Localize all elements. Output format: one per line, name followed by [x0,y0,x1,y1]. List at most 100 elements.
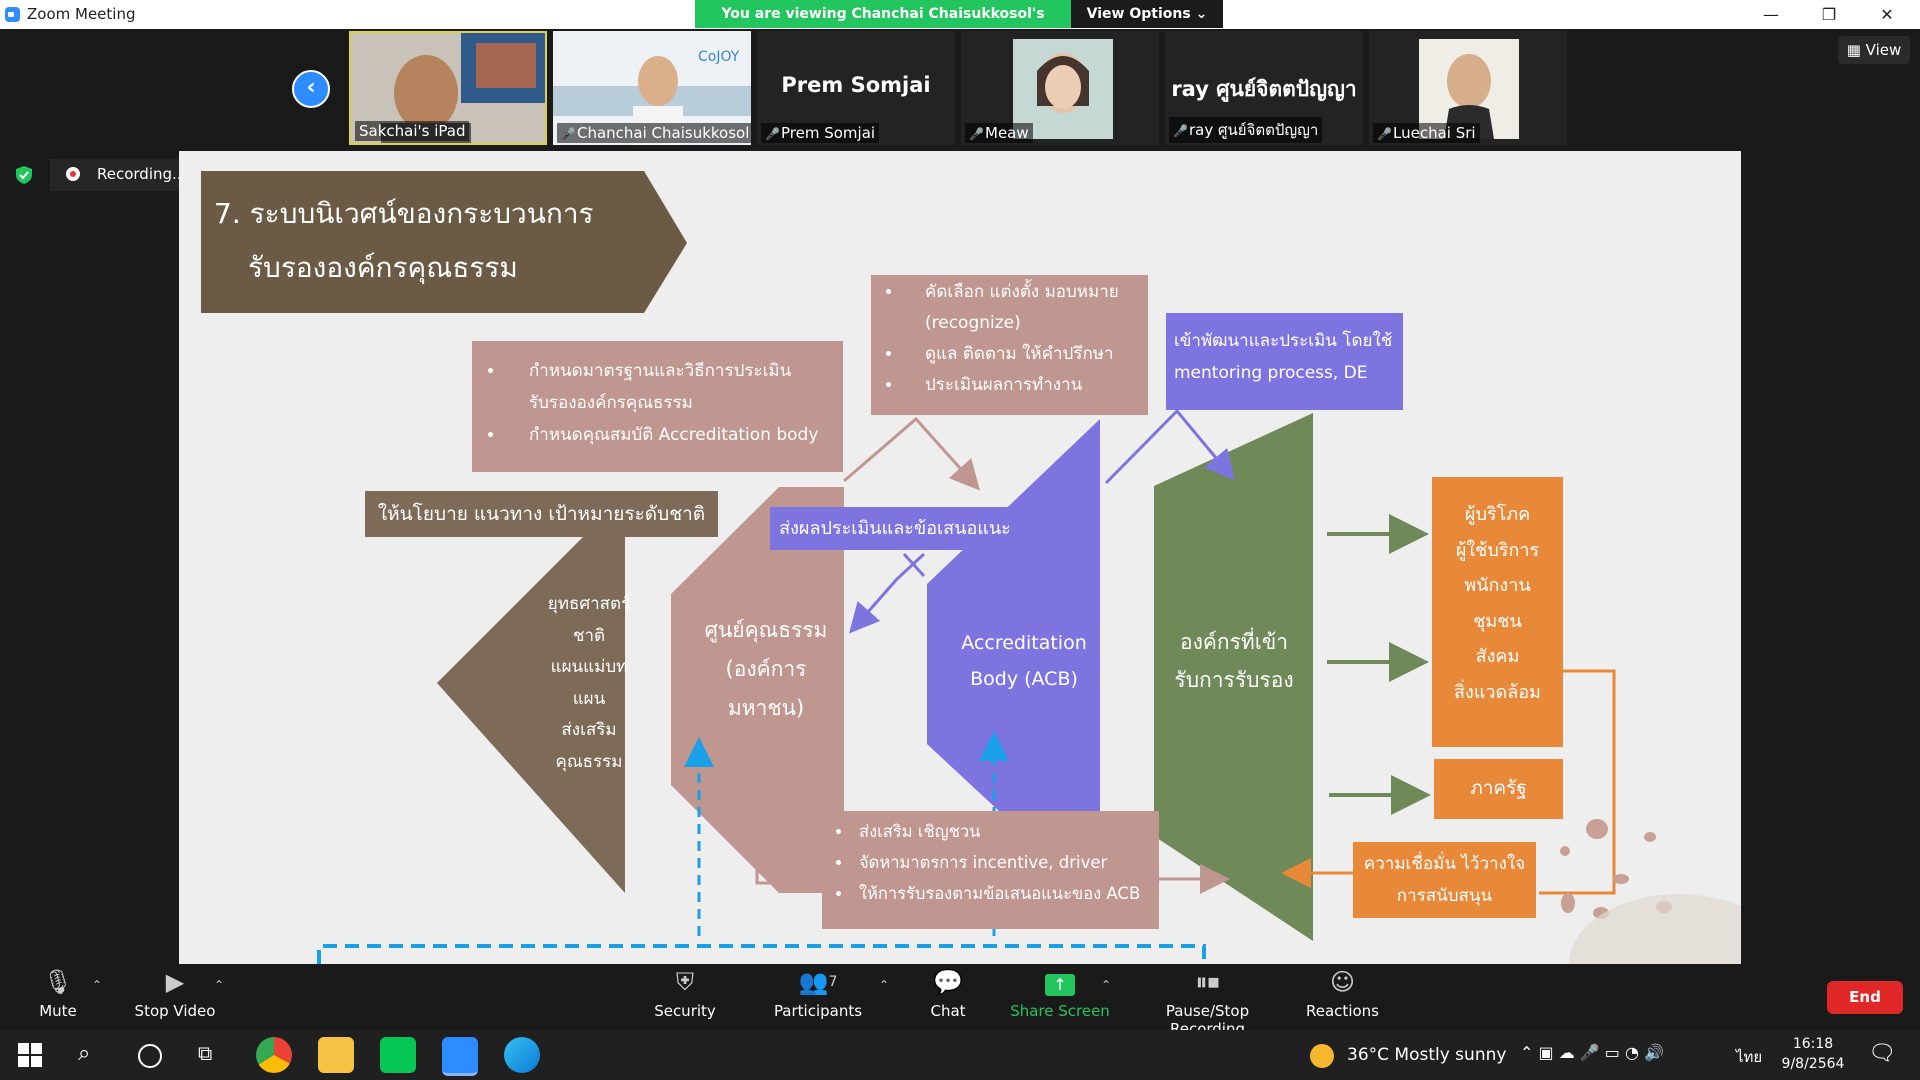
organization-shape [1154,413,1313,941]
cortana-icon[interactable] [138,1044,162,1068]
mic-muted-icon: 🎤 [561,127,576,141]
center-duties-box [871,275,1148,415]
share-options-caret[interactable]: ⌃ [1101,978,1112,992]
results-text: ส่งผลประเมินและข้อเสนอแนะ [779,518,1011,539]
video-tile-prem[interactable]: Prem Somjai 🎤Prem Somjai [757,31,955,145]
policy-text: ให้นโยบาย แนวทาง เป้าหมายระดับชาติ [377,503,706,525]
microphone-icon: 🎙 [42,968,74,996]
mic-muted-icon: 🎤 [765,127,780,141]
stakeholders-text: ผู้บริโภคผู้ใช้บริการพนักงานชุมชนสังคมสิ… [1454,504,1541,703]
recording-dot-icon [66,167,80,181]
svg-text:CoJOY: CoJOY [698,49,740,65]
zoom-logo-icon [5,7,20,22]
weather-text[interactable]: 36°C Mostly sunny [1347,1045,1507,1065]
grid-icon: ▦ [1846,41,1866,59]
view-layout-button[interactable]: ▦ View [1838,36,1910,64]
restore-button[interactable]: ❐ [1821,5,1837,24]
trust-text: ความเชื่อมั่น ไว้วางใจการสนับสนุน [1363,854,1526,906]
participant-name: 🎤Prem Somjai [761,123,880,143]
line-app-icon[interactable] [380,1037,416,1073]
pause-stop-recording-button[interactable]: ⏸⏹ Pause/Stop Recording [1130,968,1285,1038]
task-view-icon[interactable]: ⧉ [198,1041,213,1065]
participants-options-caret[interactable]: ⌃ [879,978,890,992]
mute-button[interactable]: 🎙 Mute [28,968,88,1020]
title-banner-shape [201,171,687,313]
windows-start-icon[interactable] [18,1043,42,1067]
meeting-toolbar [0,965,1920,1030]
mic-muted-icon: 🎤 [1173,124,1188,138]
participant-display-name: ray ศูนย์จิตตปัญญา [1171,77,1357,101]
chat-button[interactable]: 💬 Chat [918,968,978,1020]
shared-screen-slide: 7. ระบบนิเวศน์ของกระบวนการ รับรององค์กรค… [179,151,1741,964]
video-camera-icon: ▶ [165,968,185,996]
acb-shape [927,419,1100,811]
policy-box [365,491,718,537]
search-icon[interactable]: ⌕ [78,1041,91,1066]
mic-muted-icon: 🎤 [969,127,984,141]
participant-name: 🎤Chanchai Chaisukkosol [557,123,751,143]
video-tile-ray[interactable]: ray ศูนย์จิตตปัญญา 🎤ray ศูนย์จิตตปัญญา [1165,31,1363,145]
promote-text: ส่งเสริม เชิญชวนจัดหามาตรการ incentive, … [829,816,1159,909]
participants-icon: 👥7 [798,968,838,996]
video-tile-luechai[interactable]: 🎤Luechai Sri [1369,31,1567,145]
participant-name: Sakchai's iPad [355,121,470,141]
chrome-icon[interactable] [256,1037,292,1073]
participants-button[interactable]: 👥7 Participants [773,968,863,1020]
promote-box [822,811,1159,929]
edge-icon[interactable] [504,1037,540,1073]
participant-name: 🎤Meaw [965,123,1033,143]
security-button[interactable]: ⛨ Security [649,968,721,1020]
close-button[interactable]: ✕ [1880,5,1894,24]
share-screen-button[interactable]: ↑ Share Screen [1010,968,1110,1020]
trust-box [1353,842,1536,918]
video-tile-meaw[interactable]: 🎤Meaw [961,31,1159,145]
audio-options-caret[interactable]: ⌃ [92,978,103,992]
stop-video-button[interactable]: ▶ Stop Video [130,968,220,1020]
participant-name: 🎤ray ศูนย์จิตตปัญญา [1169,117,1323,143]
stakeholders-box [1432,477,1563,747]
organization-text: องค์กรที่เข้ารับการรับรอง [1174,630,1294,692]
standards-box [472,341,843,472]
mentoring-box [1166,313,1403,410]
moral-center-text: ศูนย์คุณธรรม(องค์การมหาชน) [704,618,828,720]
strategy-text: ยุทธศาสตร์ชาติแผนแม่บทแผนส่งเสริมคุณธรรม [547,594,631,772]
participant-display-name: Prem Somjai [781,73,931,97]
center-duties-text: คัดเลือก แต่งตั้ง มอบหมาย (recognize)ดูแ… [879,277,1145,401]
chat-bubble-icon: 💬 [933,968,963,996]
weather-sun-icon [1310,1044,1334,1068]
recording-label: Recording... [97,165,187,183]
share-screen-icon: ↑ [1010,968,1110,996]
emoji-add-icon: ☺ [1329,968,1356,996]
view-options-button[interactable]: View Options ⌄ [1071,0,1223,28]
mentoring-text: เข้าพัฒนาและประเมิน โดยใช้ mentoring pro… [1174,331,1393,383]
gallery-prev-button[interactable]: ‹ [292,70,330,108]
minimize-button[interactable]: — [1763,5,1779,24]
pause-stop-icon: ⏸⏹ [1195,968,1220,996]
government-box [1434,759,1563,819]
video-tile-chanchai[interactable]: CoJOY 🎤Chanchai Chaisukkosol [553,31,751,145]
screen-share-banner: You are viewing Chanchai Chaisukkosol's … [695,0,1071,50]
video-options-caret[interactable]: ⌃ [214,978,225,992]
strategy-arrow-shape [437,495,625,893]
shield-icon: ⛨ [676,968,694,996]
file-explorer-icon[interactable] [318,1037,354,1073]
zoom-app-icon[interactable] [442,1037,478,1076]
clock[interactable]: 16:18 9/8/2564 [1781,1036,1845,1072]
encryption-shield-icon[interactable] [14,165,34,185]
notifications-icon[interactable]: 🗨 [1868,1041,1896,1066]
moral-center-shape [671,487,844,893]
video-tile-sakchai[interactable]: Sakchai's iPad [349,31,547,145]
mic-muted-icon: 🎤 [1377,127,1392,141]
window-title: Zoom Meeting [27,5,136,23]
tray-icons[interactable]: ⌃ ▣ ☁ 🎤 ▭ ◔ 🔊 [1520,1043,1664,1062]
results-box [770,507,1020,550]
participant-name: 🎤Luechai Sri [1373,123,1480,143]
slide-title: 7. ระบบนิเวศน์ของกระบวนการ รับรององค์กรค… [214,197,594,284]
input-language[interactable]: ไทย [1736,1048,1763,1066]
end-meeting-button[interactable]: End [1827,981,1903,1014]
standards-text: กำหนดมาตรฐานและวิธีการประเมิน รับรององค์… [481,355,833,451]
reactions-button[interactable]: ☺ Reactions [1306,968,1379,1020]
government-text: ภาครัฐ [1470,777,1527,799]
slide-diagram [201,171,1741,964]
